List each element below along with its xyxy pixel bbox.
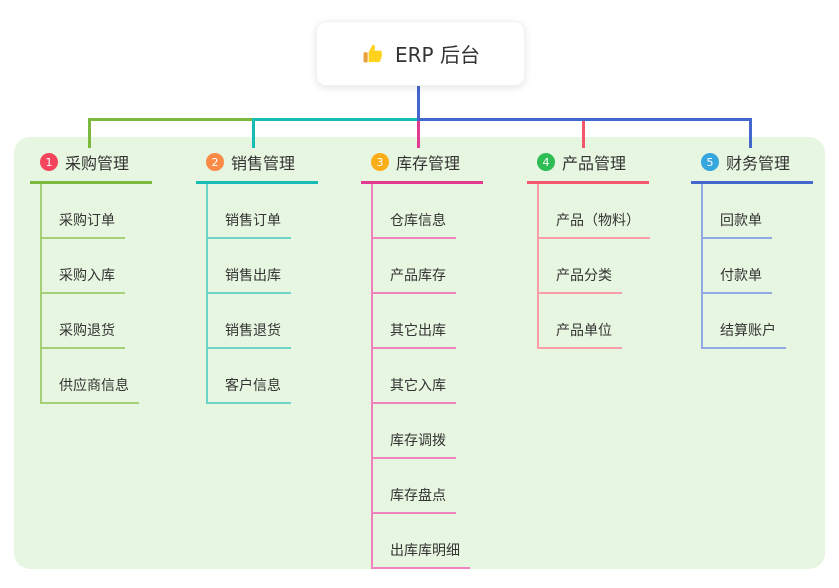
mindmap-node[interactable]: 采购入库 <box>42 239 200 294</box>
node-label: 采购退货 <box>42 320 125 349</box>
root-node[interactable]: ERP 后台 <box>316 21 525 86</box>
node-label: 采购入库 <box>42 265 125 294</box>
node-label: 销售出库 <box>208 265 291 294</box>
mindmap-node[interactable]: 销售退货 <box>208 294 366 349</box>
mindmap-node[interactable]: 客户信息 <box>208 349 366 404</box>
mindmap-node[interactable]: 库存盘点 <box>373 459 531 514</box>
branch-products: 4 产品管理 产品（物料） 产品分类 产品单位 <box>527 148 697 349</box>
mindmap-node[interactable]: 仓库信息 <box>373 184 531 239</box>
connector-drop-branch5 <box>749 118 752 148</box>
branch-number-badge: 2 <box>206 153 224 171</box>
mindmap-node[interactable]: 出库库明细 <box>373 514 531 569</box>
thumbs-up-icon <box>361 42 385 66</box>
node-label: 销售退货 <box>208 320 291 349</box>
mindmap-node[interactable]: 回款单 <box>703 184 839 239</box>
mindmap-node[interactable]: 产品分类 <box>539 239 697 294</box>
branch-procurement: 1 采购管理 采购订单 采购入库 采购退货 供应商信息 <box>30 148 200 404</box>
node-label: 产品（物料） <box>539 210 650 239</box>
node-label: 库存调拨 <box>373 430 456 459</box>
mindmap-node[interactable]: 产品单位 <box>539 294 697 349</box>
mindmap-node[interactable]: 其它入库 <box>373 349 531 404</box>
mindmap-node[interactable]: 库存调拨 <box>373 404 531 459</box>
branch-children: 仓库信息 产品库存 其它出库 其它入库 库存调拨 库存盘点 出库库明细 <box>371 184 531 569</box>
branch-children: 销售订单 销售出库 销售退货 客户信息 <box>206 184 366 404</box>
branch-sales: 2 销售管理 销售订单 销售出库 销售退货 客户信息 <box>196 148 366 404</box>
mindmap-node[interactable]: 销售订单 <box>208 184 366 239</box>
connector-horizontal-branch2 <box>252 118 418 121</box>
branch-number-badge: 3 <box>371 153 389 171</box>
mindmap-node[interactable]: 产品库存 <box>373 239 531 294</box>
branch-title-finance[interactable]: 5 财务管理 <box>691 148 813 184</box>
node-label: 销售订单 <box>208 210 291 239</box>
branches-panel <box>14 137 825 569</box>
connector-drop-branch1 <box>88 118 91 148</box>
branch-inventory: 3 库存管理 仓库信息 产品库存 其它出库 其它入库 库存调拨 库存盘点 出库库… <box>361 148 531 569</box>
branch-finance: 5 财务管理 回款单 付款单 结算账户 <box>691 148 839 349</box>
mindmap-node[interactable]: 结算账户 <box>703 294 839 349</box>
node-label: 采购订单 <box>42 210 125 239</box>
node-label: 其它入库 <box>373 375 456 404</box>
node-label: 产品库存 <box>373 265 456 294</box>
node-label: 出库库明细 <box>373 540 470 569</box>
branch-title-sales[interactable]: 2 销售管理 <box>196 148 318 184</box>
connector-horizontal-right <box>417 118 752 121</box>
node-label: 供应商信息 <box>42 375 139 404</box>
node-label: 库存盘点 <box>373 485 456 514</box>
mindmap-node[interactable]: 采购订单 <box>42 184 200 239</box>
mindmap-node[interactable]: 产品（物料） <box>539 184 697 239</box>
connector-drop-branch3 <box>417 121 420 148</box>
mindmap-node[interactable]: 采购退货 <box>42 294 200 349</box>
branch-children: 采购订单 采购入库 采购退货 供应商信息 <box>40 184 200 404</box>
node-label: 客户信息 <box>208 375 291 404</box>
connector-drop-branch4 <box>582 121 585 148</box>
node-label: 其它出库 <box>373 320 456 349</box>
connector-horizontal-branch1 <box>88 118 255 121</box>
node-label: 结算账户 <box>703 320 786 349</box>
branch-title-products[interactable]: 4 产品管理 <box>527 148 649 184</box>
node-label: 回款单 <box>703 210 772 239</box>
branch-number-badge: 5 <box>701 153 719 171</box>
branch-title-label: 采购管理 <box>65 154 130 173</box>
node-label: 付款单 <box>703 265 772 294</box>
branch-number-badge: 4 <box>537 153 555 171</box>
root-connector-line <box>417 84 420 121</box>
root-title: ERP 后台 <box>395 43 480 67</box>
branch-children: 产品（物料） 产品分类 产品单位 <box>537 184 697 349</box>
branch-title-label: 销售管理 <box>231 154 296 173</box>
connector-drop-branch2 <box>252 118 255 148</box>
mindmap-node[interactable]: 供应商信息 <box>42 349 200 404</box>
branch-title-label: 库存管理 <box>396 154 461 173</box>
branch-title-procurement[interactable]: 1 采购管理 <box>30 148 152 184</box>
branch-number-badge: 1 <box>40 153 58 171</box>
mindmap-node[interactable]: 付款单 <box>703 239 839 294</box>
mindmap-node[interactable]: 销售出库 <box>208 239 366 294</box>
node-label: 产品单位 <box>539 320 622 349</box>
branch-children: 回款单 付款单 结算账户 <box>701 184 839 349</box>
mindmap-node[interactable]: 其它出库 <box>373 294 531 349</box>
branch-title-label: 产品管理 <box>562 154 627 173</box>
branch-title-label: 财务管理 <box>726 154 791 173</box>
node-label: 仓库信息 <box>373 210 456 239</box>
node-label: 产品分类 <box>539 265 622 294</box>
branch-title-inventory[interactable]: 3 库存管理 <box>361 148 483 184</box>
